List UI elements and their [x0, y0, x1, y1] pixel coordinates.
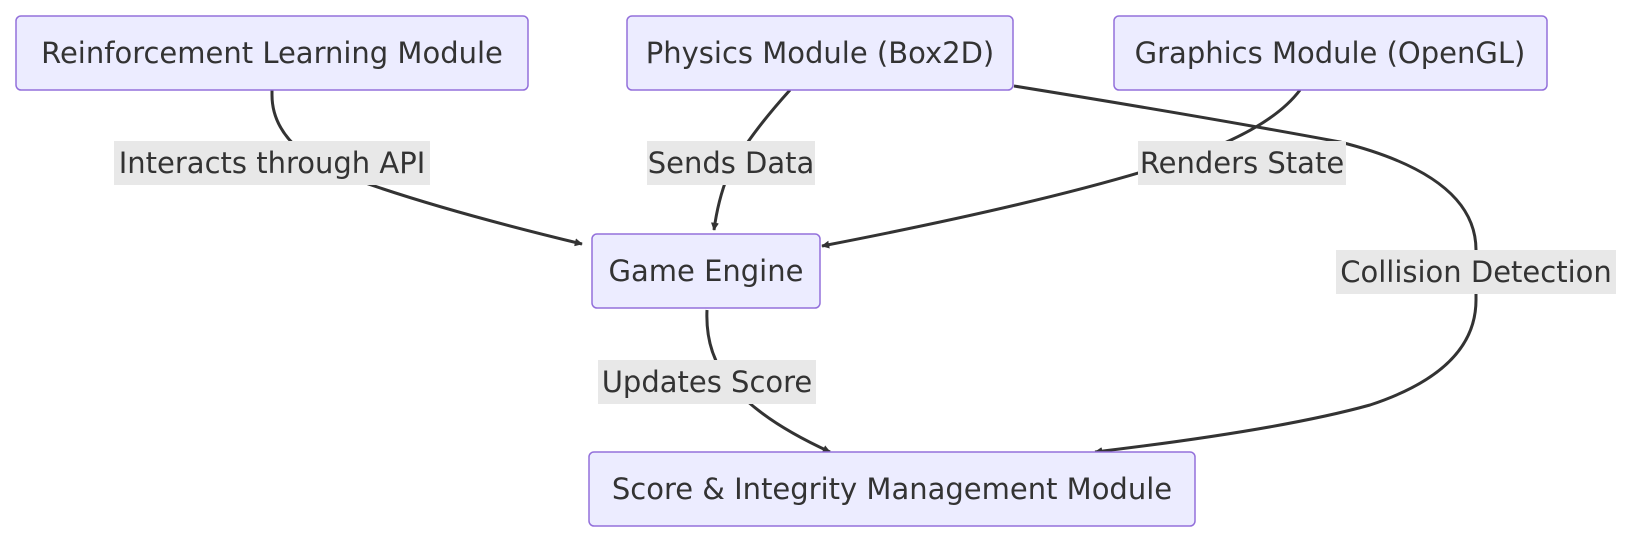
edge-label-graphics-engine-text: Renders State: [1140, 146, 1344, 180]
edge-label-physics-score-text: Collision Detection: [1340, 255, 1612, 289]
nodes: Reinforcement Learning Module Physics Mo…: [15, 15, 1548, 527]
edge-label-physics-engine-text: Sends Data: [648, 146, 815, 180]
edge-label-rl-engine: Interacts through API: [114, 141, 430, 185]
node-physics-module[interactable]: Physics Module (Box2D): [626, 15, 1014, 91]
edge-label-engine-score: Updates Score: [598, 360, 816, 404]
node-score-integrity-management-module[interactable]: Score & Integrity Management Module: [588, 451, 1196, 527]
node-graphics-module[interactable]: Graphics Module (OpenGL): [1113, 15, 1548, 91]
edges: [270, 84, 1478, 456]
edge-label-physics-engine: Sends Data: [647, 141, 815, 185]
node-graphics-module-label: Graphics Module (OpenGL): [1135, 36, 1526, 70]
node-game-engine-label: Game Engine: [609, 254, 804, 288]
node-game-engine[interactable]: Game Engine: [591, 233, 821, 309]
edge-label-rl-engine-text: Interacts through API: [119, 146, 426, 180]
edge-physics-to-score: [1013, 84, 1478, 456]
node-reinforcement-learning-module[interactable]: Reinforcement Learning Module: [15, 15, 529, 91]
edge-labels: Interacts through API Sends Data Renders…: [114, 141, 1616, 404]
node-reinforcement-learning-module-label: Reinforcement Learning Module: [41, 36, 503, 70]
node-score-integrity-management-module-label: Score & Integrity Management Module: [612, 472, 1172, 506]
node-physics-module-label: Physics Module (Box2D): [646, 36, 994, 70]
edge-label-engine-score-text: Updates Score: [602, 365, 813, 399]
edge-label-physics-score: Collision Detection: [1336, 250, 1616, 294]
edge-label-graphics-engine: Renders State: [1138, 141, 1346, 185]
